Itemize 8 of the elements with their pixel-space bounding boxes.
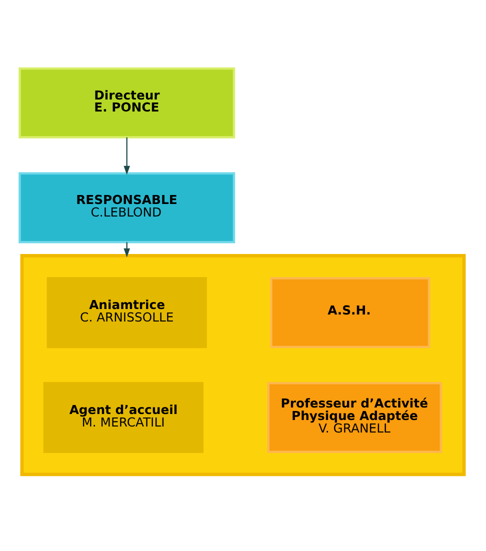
node-box: Agent d’accueil M. MERCATILI <box>43 382 204 453</box>
node-box: Directeur E. PONCE <box>18 66 236 138</box>
arrow <box>124 136 130 174</box>
node-box: Professeur d’Activité Physique Adaptée V. GRANELL <box>267 382 442 453</box>
node-box: Aniamtrice C. ARNISSOLLE <box>46 276 207 348</box>
node-box: RESPONSABLE C.LEBLOND <box>18 172 236 243</box>
cluster <box>20 254 466 476</box>
node-box: A.S.H. <box>270 276 430 348</box>
